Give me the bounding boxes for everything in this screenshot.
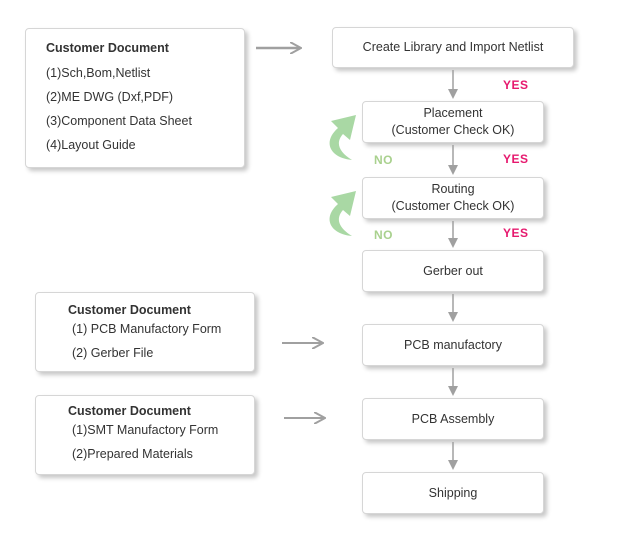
step-label: PCB manufactory: [404, 337, 502, 352]
step-sublabel: (Customer Check OK): [391, 199, 515, 213]
customer-document-box-1: Customer Document (1)Sch,Bom,Netlist (2)…: [25, 28, 245, 168]
step-gerber-out: Gerber out: [362, 250, 544, 292]
step-label: PCB Assembly: [411, 411, 495, 426]
doc-item: (1)Sch,Bom,Netlist: [46, 66, 151, 80]
step-label: Create Library and Import Netlist: [362, 40, 544, 54]
step-pcb-assembly: PCB Assembly: [362, 398, 544, 440]
doc-item: (2)Prepared Materials: [72, 447, 193, 461]
no-label: NO: [374, 153, 393, 167]
step-sublabel: (Customer Check OK): [391, 123, 515, 137]
customer-document-box-3: Customer Document (1)SMT Manufactory For…: [35, 395, 255, 475]
yes-label: YES: [503, 226, 529, 240]
doc-item: (2) Gerber File: [72, 346, 154, 360]
doc-title: Customer Document: [68, 404, 191, 418]
no-label: NO: [374, 228, 393, 242]
doc-item: (4)Layout Guide: [46, 138, 136, 152]
step-placement: Placement (Customer Check OK): [362, 101, 544, 143]
step-label: Shipping: [428, 485, 478, 500]
step-shipping: Shipping: [362, 472, 544, 514]
doc-item: (1) PCB Manufactory Form: [72, 322, 222, 336]
doc-item: (1)SMT Manufactory Form: [72, 423, 219, 437]
step-label: Placement: [423, 106, 483, 120]
doc-title: Customer Document: [68, 303, 191, 317]
loop-back-arrow: [329, 191, 356, 236]
step-routing: Routing (Customer Check OK): [362, 177, 544, 219]
loop-back-arrow: [329, 115, 356, 160]
yes-label: YES: [503, 152, 529, 166]
doc-item: (3)Component Data Sheet: [46, 114, 192, 128]
yes-label: YES: [503, 78, 529, 92]
doc-item: (2)ME DWG (Dxf,PDF): [46, 90, 174, 104]
step-create-library: Create Library and Import Netlist: [332, 27, 574, 68]
step-pcb-manufactory: PCB manufactory: [362, 324, 544, 366]
customer-document-box-2: Customer Document (1) PCB Manufactory Fo…: [35, 292, 255, 372]
step-label: Gerber out: [423, 263, 483, 278]
doc-title: Customer Document: [46, 41, 169, 55]
step-label: Routing: [431, 182, 475, 196]
